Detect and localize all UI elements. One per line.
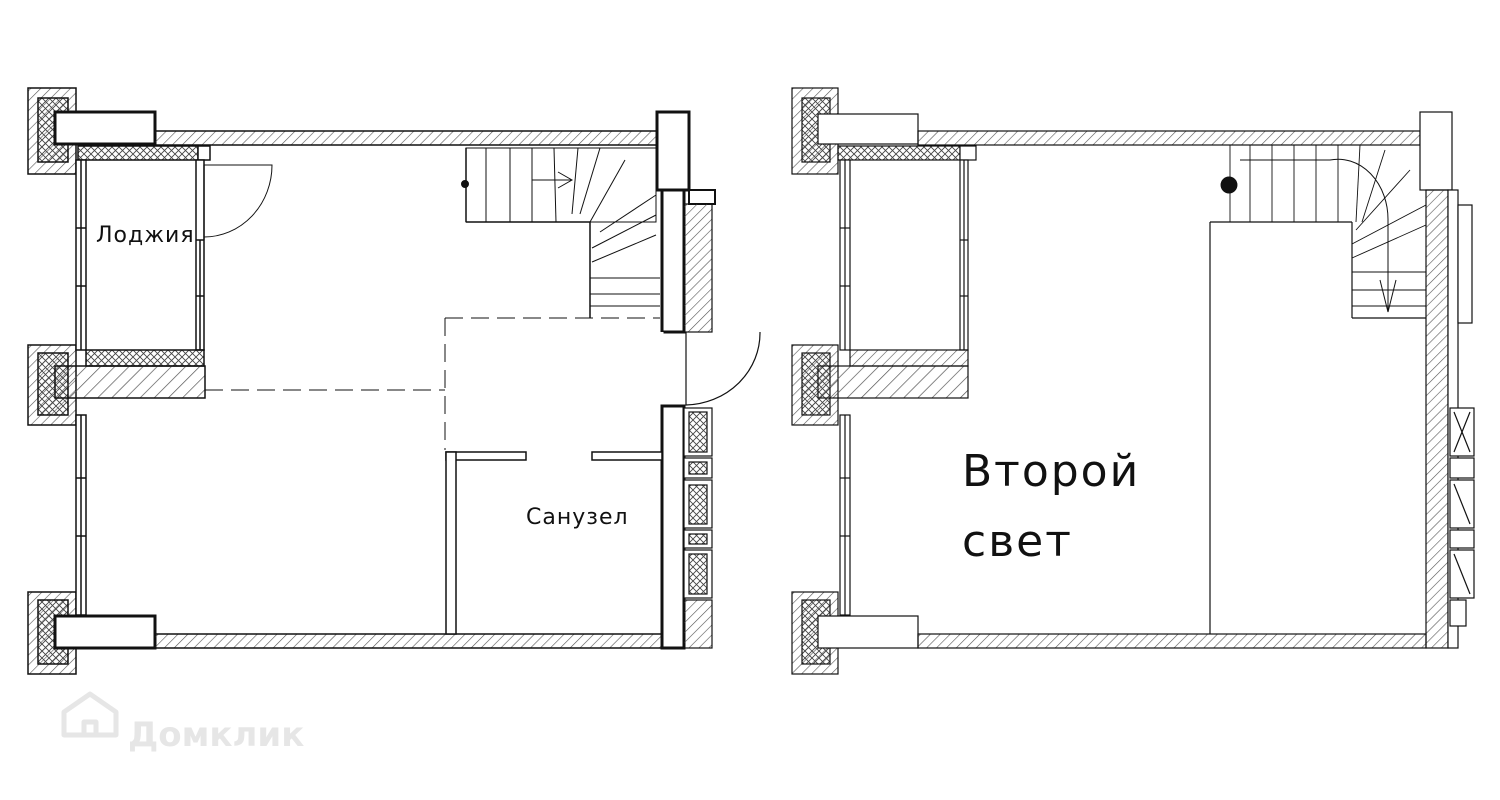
- f2-ventilation-blocks: [1449, 407, 1475, 627]
- stair-post-icon: [461, 180, 469, 188]
- loggia-top-wall: [77, 145, 199, 161]
- right-wall-lower: [660, 404, 686, 650]
- right-column-top: [655, 110, 691, 192]
- right-wall-upper: [660, 188, 686, 334]
- middle-slab: [54, 365, 206, 399]
- loggia-glazing: [195, 159, 205, 351]
- entrance-door: [660, 331, 761, 410]
- left-window-upper: [75, 159, 87, 351]
- floor-1-plan: Лоджия Санузел: [27, 87, 761, 675]
- bottom-left-column: [53, 614, 157, 650]
- mezzanine-outline: [205, 317, 660, 450]
- f2-staircase: [1220, 144, 1427, 313]
- loggia-door: [203, 164, 273, 240]
- loggia-bottom-wall: [85, 349, 205, 367]
- watermark-text: Домклик: [128, 715, 304, 755]
- top-wall: [154, 130, 658, 146]
- bathroom-label: Санузел: [526, 505, 629, 530]
- house-logo-icon: [61, 691, 119, 738]
- f2-top-wall: [917, 130, 1421, 146]
- bathroom-walls: [445, 451, 663, 635]
- f2-bottom-wall: [917, 633, 1427, 649]
- f2-window-lower: [839, 414, 851, 616]
- f2-window-upper: [839, 159, 851, 351]
- left-window-lower: [75, 414, 87, 616]
- bottom-wall: [154, 633, 666, 649]
- staircase: [461, 147, 660, 318]
- ventilation-blocks: [683, 407, 713, 649]
- f2-stair-post-icon: [1220, 176, 1238, 194]
- floor-2-plan: Второй свет: [791, 87, 1475, 675]
- second-light-label-line2: свет: [962, 516, 1073, 567]
- top-left-column: [53, 110, 157, 146]
- loggia-label: Лоджия: [96, 223, 195, 248]
- second-light-void: [1209, 221, 1426, 634]
- second-light-label-line1: Второй: [962, 446, 1140, 497]
- f2-loggia-glazing: [959, 159, 969, 351]
- watermark: Домклик: [61, 691, 304, 755]
